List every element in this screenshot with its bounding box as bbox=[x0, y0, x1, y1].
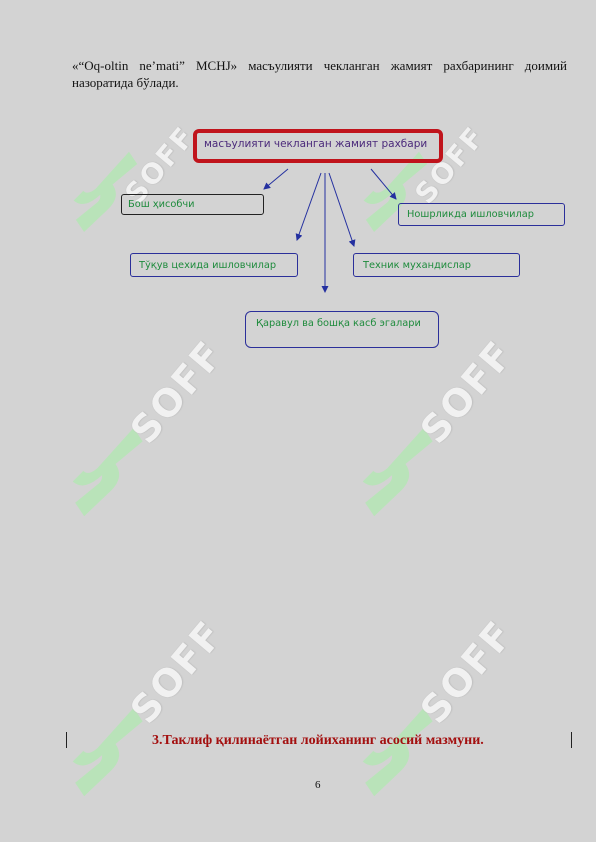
arrow-to-chief-accountant bbox=[263, 168, 289, 190]
page-number: 6 bbox=[315, 779, 321, 791]
org-unit-label: Қаравул ва бошқа касб эгалари bbox=[256, 318, 421, 329]
org-head-box: масъулияти чекланган жамият рахбари bbox=[193, 129, 443, 163]
org-unit-label: Тўқув цехида ишловчилар bbox=[139, 259, 277, 271]
margin-mark-right bbox=[571, 732, 572, 748]
org-unit-chief-accountant: Бош ҳисобчи bbox=[121, 194, 264, 215]
org-head-label: масъулияти чекланган жамият рахбари bbox=[204, 138, 428, 150]
org-unit-publishing-workers: Ношрликда ишловчилар bbox=[398, 203, 565, 226]
soff-logo-icon bbox=[362, 707, 433, 797]
org-unit-weaving-workers: Тўқув цехида ишловчилар bbox=[130, 253, 298, 277]
soff-logo-icon bbox=[73, 151, 138, 233]
soff-logo-icon bbox=[72, 707, 143, 797]
intro-line-1: «“Oq-oltin ne’mati” MCHJ» масъулияти чек… bbox=[72, 58, 567, 73]
margin-mark-left bbox=[66, 732, 67, 748]
soff-logo-icon bbox=[362, 427, 433, 517]
intro-line-2: назоратида бўлади. bbox=[72, 75, 179, 90]
org-unit-label: Техник мухандислар bbox=[363, 259, 472, 271]
intro-paragraph: «“Oq-oltin ne’mati” MCHJ» масъулияти чек… bbox=[72, 57, 567, 91]
arrow-to-technical-engineers bbox=[328, 172, 356, 247]
org-unit-label: Ношрликда ишловчилар bbox=[407, 209, 534, 220]
arrow-to-weaving-workers bbox=[295, 172, 322, 241]
arrow-to-publishing-workers bbox=[370, 168, 397, 200]
section-heading: 3.Таклиф қилинаётган лойиханинг асосий м… bbox=[152, 733, 484, 748]
soff-logo-icon bbox=[72, 427, 143, 517]
org-unit-guards: Қаравул ва бошқа касб эгалари bbox=[245, 311, 439, 348]
org-unit-label: Бош ҳисобчи bbox=[128, 199, 195, 210]
org-unit-technical-engineers: Техник мухандислар bbox=[353, 253, 520, 277]
